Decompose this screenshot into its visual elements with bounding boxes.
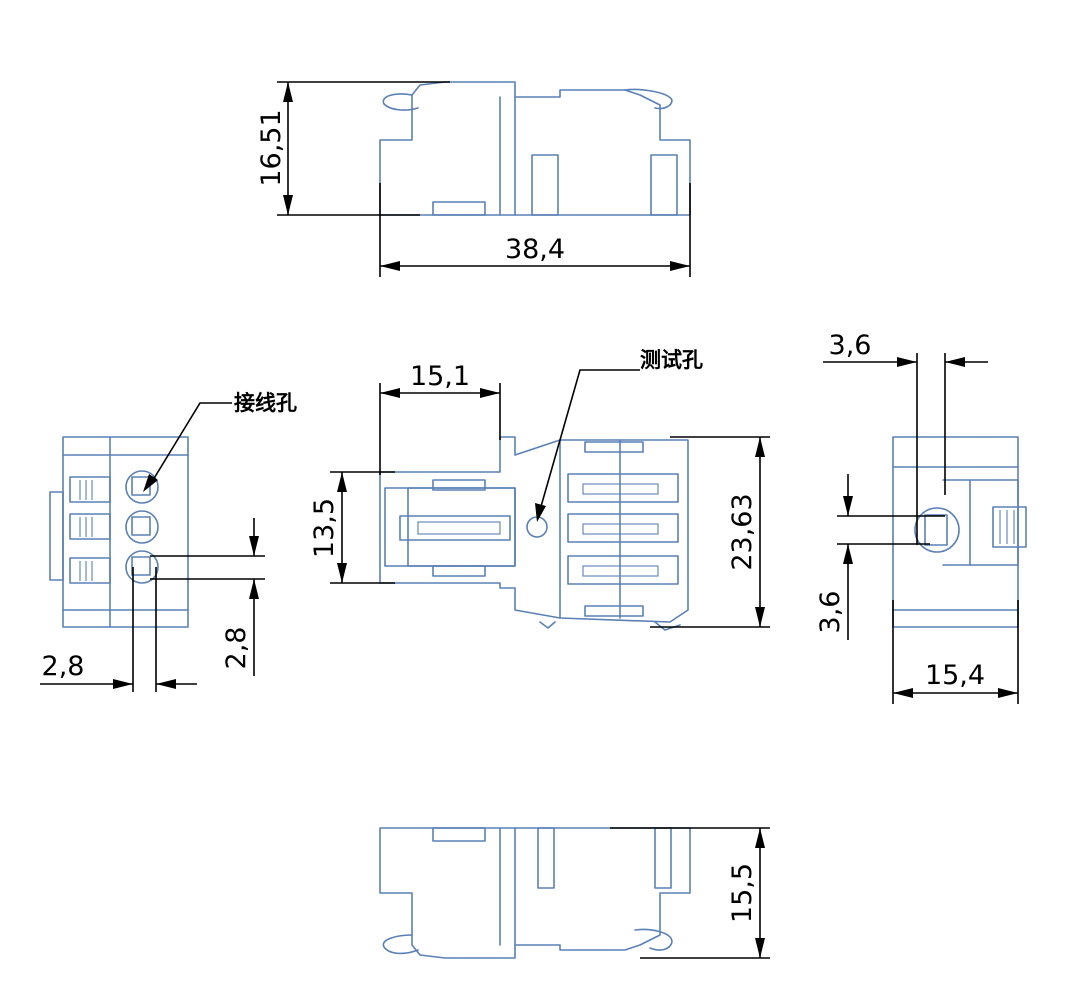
callout-leaders [143,369,640,522]
dim-front-left-width: 15,1 [410,361,470,392]
dim-bottom-height: 15,5 [727,863,758,923]
dim-top-width: 38,4 [505,234,565,265]
top-view [379,81,691,216]
dim-front-total-height: 23,63 [727,493,758,570]
dim-side-left: 3,6 [815,591,846,634]
front-view [379,436,689,631]
dim-front-slot-height: 13,5 [309,498,340,558]
dim-side-top: 3,6 [829,330,872,361]
side-view [892,436,1027,628]
dim-side-width: 15,4 [925,660,985,691]
dim-left-hole-v: 2,8 [221,627,252,670]
dim-left-hole-h: 2,8 [42,651,85,682]
left-view [49,436,189,628]
dimension-lines [40,81,1019,959]
bottom-view [379,827,691,959]
dim-top-height: 16,51 [256,109,287,186]
test-hole-label: 测试孔 [640,348,703,372]
wire-hole-label: 接线孔 [234,391,297,415]
